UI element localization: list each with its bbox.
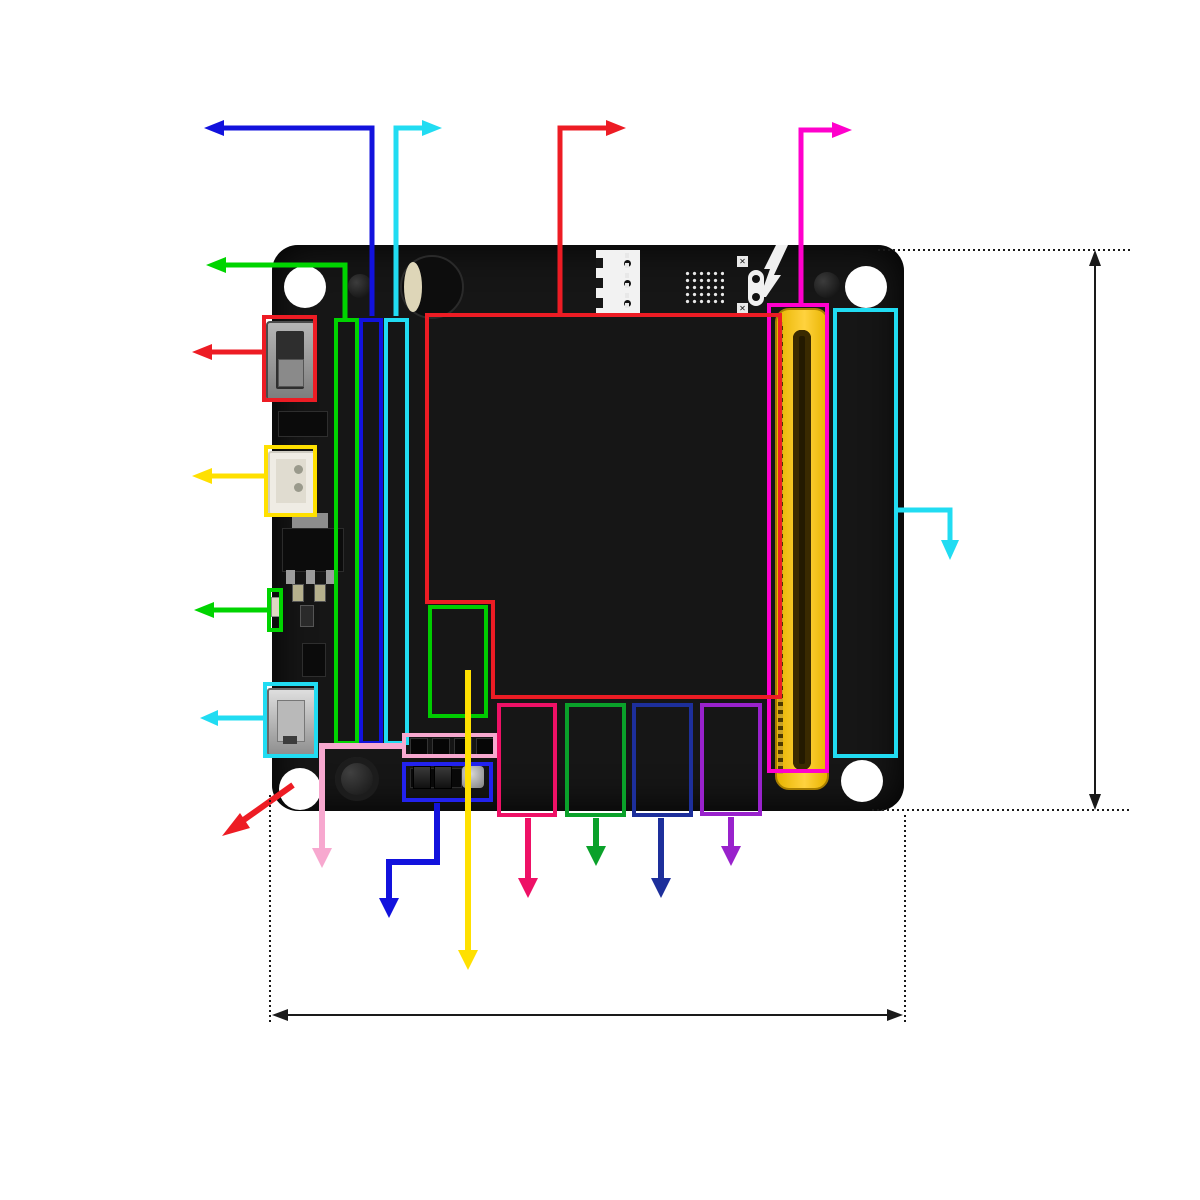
highlight-box-i2c	[565, 703, 626, 817]
zigzag-decoration	[760, 245, 788, 297]
highlight-box-p1p2	[497, 703, 557, 817]
capacitor-stripe	[404, 262, 422, 312]
highlight-box-edge-connector	[833, 308, 898, 758]
highlight-box-battery	[264, 445, 317, 517]
highlight-box-power-led	[267, 588, 283, 632]
fiducial-square: ✕	[737, 303, 748, 314]
highlight-box-jumper	[402, 762, 493, 802]
highlight-box-p8p16	[700, 703, 762, 816]
screw	[814, 272, 840, 298]
mounting-hole	[284, 266, 326, 308]
fiducial-square: ✕	[737, 256, 748, 267]
regulator-leg	[306, 570, 315, 584]
smd-cap	[292, 584, 304, 602]
jumper-cap	[413, 766, 431, 789]
lego-hole	[279, 768, 321, 810]
uart-header	[406, 737, 494, 754]
mounting-hole	[841, 760, 883, 802]
regulator-leg	[286, 570, 295, 584]
highlight-box-gnd-pins	[334, 318, 359, 745]
highlight-box-switch	[262, 315, 317, 402]
capacitor	[400, 255, 464, 319]
highlight-box-microbit-connector	[767, 303, 829, 773]
dot-grid	[684, 270, 724, 304]
tick-strip	[625, 253, 629, 315]
smd-cap	[314, 584, 326, 602]
highlight-box-io-pins	[384, 318, 409, 745]
battery-jst-connector	[268, 451, 317, 515]
smd-resistor	[300, 605, 314, 627]
legend-connector-icon	[596, 250, 640, 316]
screw	[335, 757, 379, 801]
highlight-box-usb	[263, 682, 318, 758]
oval-pad	[748, 270, 764, 306]
smd-component	[302, 643, 326, 677]
screw	[348, 274, 372, 298]
highlight-box-p0p1	[428, 605, 488, 718]
highlight-box-vcc-pins	[359, 318, 383, 745]
regulator-tab	[292, 513, 328, 529]
highlight-box-uart	[402, 733, 497, 758]
mounting-hole	[845, 266, 887, 308]
power-switch	[266, 321, 316, 401]
highlight-box-rgb	[632, 703, 693, 817]
microbit-slot-connector	[775, 308, 829, 790]
regulator-leg	[326, 570, 335, 584]
smd-component	[278, 411, 328, 437]
jumper-cap	[434, 766, 452, 789]
